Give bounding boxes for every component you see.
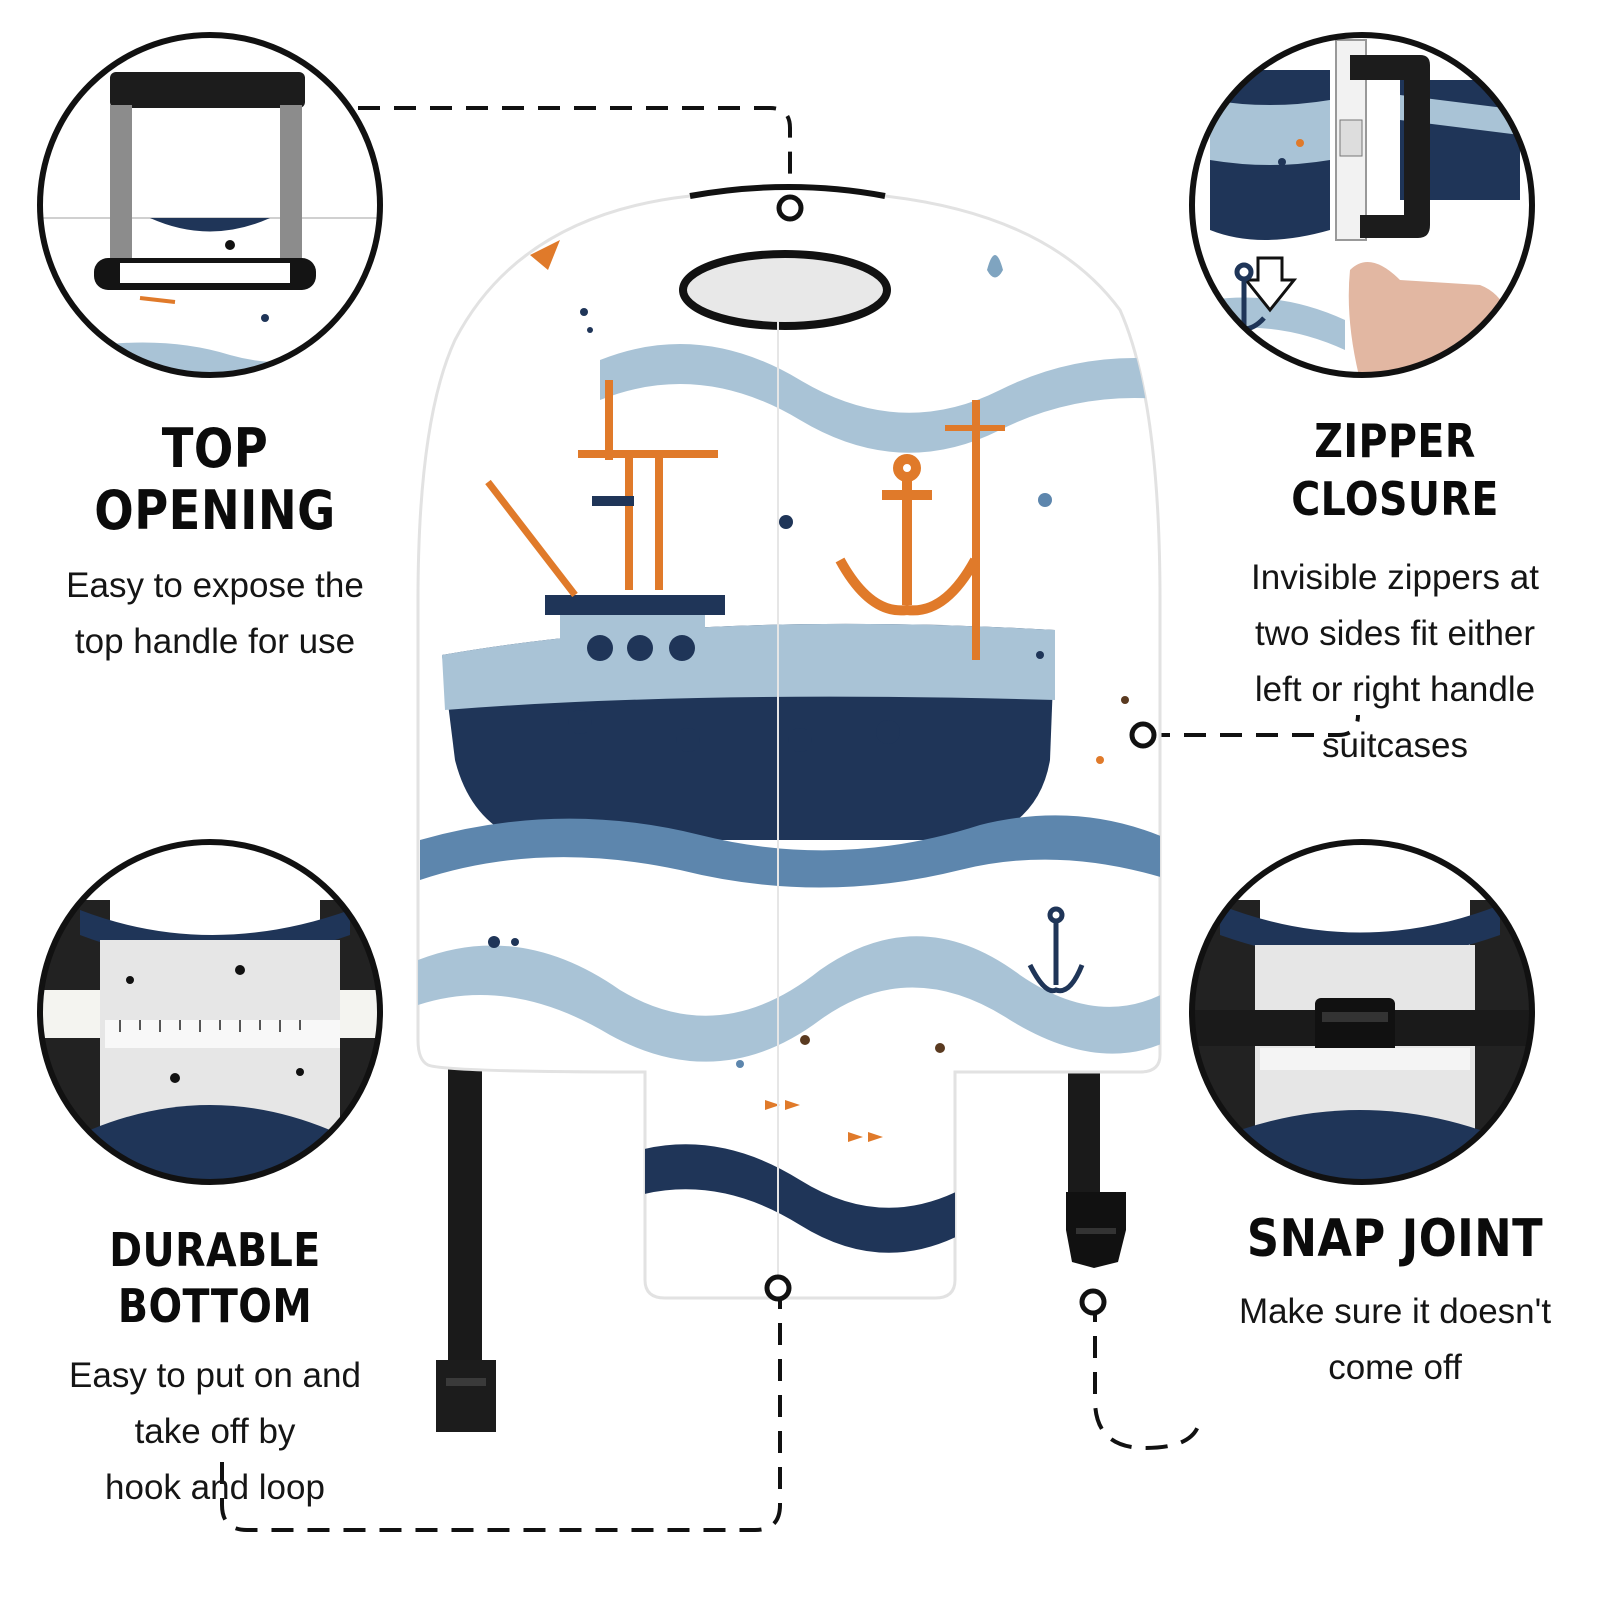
feature-desc-line: take off by bbox=[134, 1412, 296, 1451]
feature-desc-line: suitcases bbox=[1322, 726, 1468, 765]
connector-top-opening bbox=[358, 106, 792, 205]
connector-bottom bbox=[220, 1290, 782, 1532]
detail-circle-durable-bottom bbox=[37, 839, 383, 1185]
feature-desc-line: Easy to put on and bbox=[69, 1356, 361, 1395]
sea-wave bbox=[420, 815, 1160, 888]
handle-icon bbox=[94, 72, 316, 290]
feature-desc-line: Invisible zippers at bbox=[1251, 558, 1539, 597]
anchor-icon bbox=[835, 454, 980, 616]
feature-title: DURABLE BOTTOM bbox=[109, 1223, 321, 1333]
snap-buckle bbox=[1315, 998, 1395, 1056]
lower-wave bbox=[418, 936, 1160, 1062]
feature-title: TOP OPENING bbox=[94, 417, 336, 542]
feature-top-opening: TOP OPENING Easy to expose the top handl… bbox=[20, 418, 410, 670]
cover-straps bbox=[436, 1062, 1126, 1432]
connector-dots bbox=[764, 194, 1157, 1316]
feature-desc-line: come off bbox=[1328, 1348, 1462, 1387]
connector-lines bbox=[220, 106, 1360, 1532]
feature-title: ZIPPER CLOSURE bbox=[1291, 414, 1499, 526]
detail-circle-snap-joint bbox=[1189, 839, 1535, 1185]
detail-circle-top-opening bbox=[37, 32, 383, 378]
feature-zipper-closure: ZIPPER CLOSURE Invisible zippers at two … bbox=[1190, 412, 1600, 774]
left-buckle bbox=[436, 1360, 496, 1432]
feature-desc-line: top handle for use bbox=[74, 622, 356, 661]
connector-zipper bbox=[1148, 714, 1360, 737]
detail-circle-zipper bbox=[1189, 32, 1535, 378]
small-anchor-icon bbox=[1027, 906, 1085, 994]
left-strap bbox=[448, 1062, 482, 1362]
feature-desc-line: hook and loop bbox=[105, 1468, 325, 1507]
upper-wave bbox=[600, 343, 1160, 453]
feature-snap-joint: SNAP JOINT Make sure it doesn't come off bbox=[1190, 1208, 1600, 1396]
arrow-down-icon bbox=[1242, 256, 1298, 313]
feature-desc-line: left or right handle bbox=[1254, 670, 1536, 709]
feature-desc-line: Make sure it doesn't bbox=[1238, 1292, 1552, 1331]
top-opening-hole bbox=[679, 250, 891, 330]
feature-durable-bottom: DURABLE BOTTOM Easy to put on and take o… bbox=[10, 1222, 420, 1516]
feature-desc-line: two sides fit either bbox=[1254, 614, 1536, 653]
ship-illustration bbox=[442, 380, 1055, 840]
pattern-dots bbox=[488, 240, 1129, 1142]
feature-title: SNAP JOINT bbox=[1246, 1209, 1544, 1269]
connector-snap bbox=[1093, 1300, 1202, 1451]
feature-desc-line: Easy to expose the bbox=[66, 566, 364, 605]
luggage-cover bbox=[416, 184, 1162, 1300]
bottom-wave bbox=[640, 1144, 960, 1253]
